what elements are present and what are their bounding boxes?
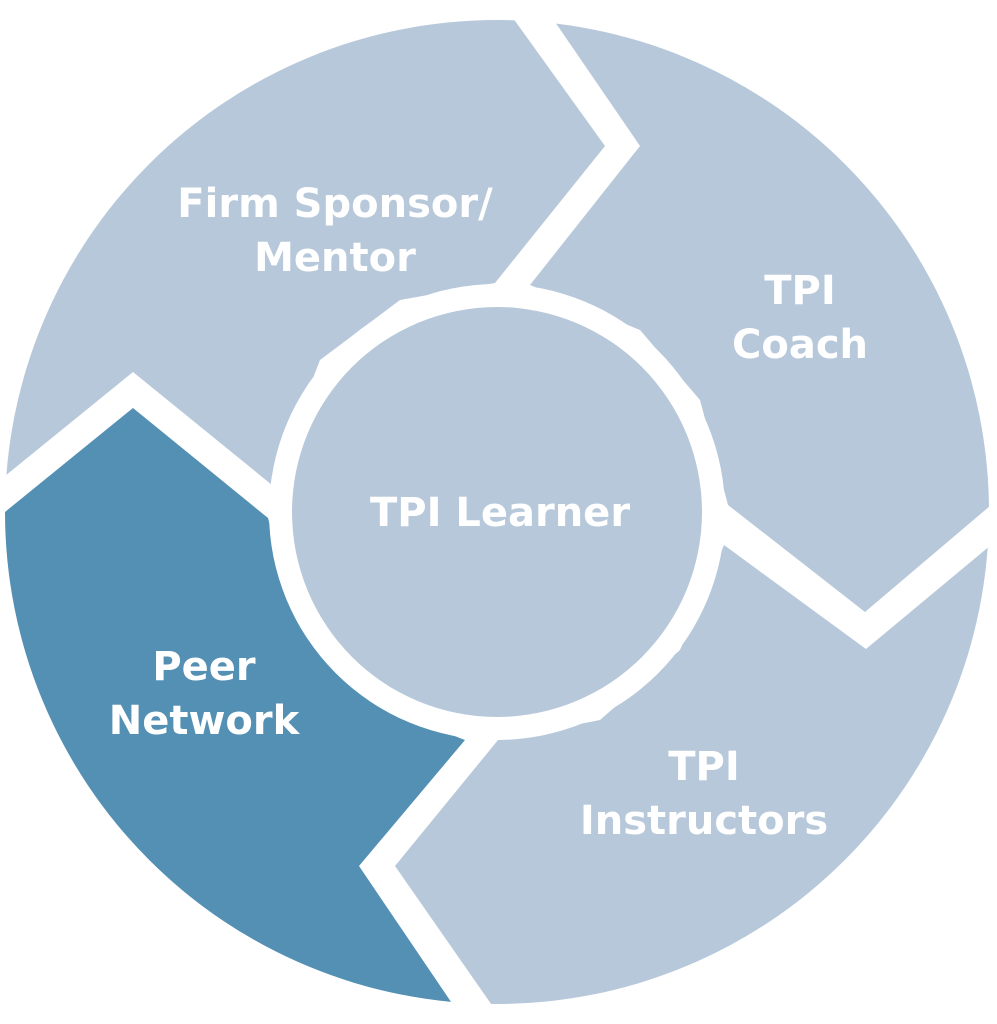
label-center-text: TPI Learner [369,490,631,536]
label-firm-sponsor-line1: Firm Sponsor/ [177,181,493,227]
label-center: TPI Learner [370,486,630,540]
label-tpi-coach: TPI Coach [732,264,868,372]
label-peer-network-line2: Network [108,698,300,744]
label-tpi-instructors-line2: Instructors [579,798,829,844]
label-firm-sponsor-line2: Mentor [254,235,416,281]
label-firm-sponsor: Firm Sponsor/ Mentor [177,177,492,285]
label-tpi-instructors: TPI Instructors [580,740,828,848]
label-tpi-instructors-line1: TPI [668,744,740,790]
center-circle [292,307,702,717]
label-peer-network-line1: Peer [152,644,256,690]
label-tpi-coach-line2: Coach [731,322,869,368]
label-tpi-coach-line1: TPI [764,268,836,314]
label-peer-network: Peer Network [109,640,300,748]
